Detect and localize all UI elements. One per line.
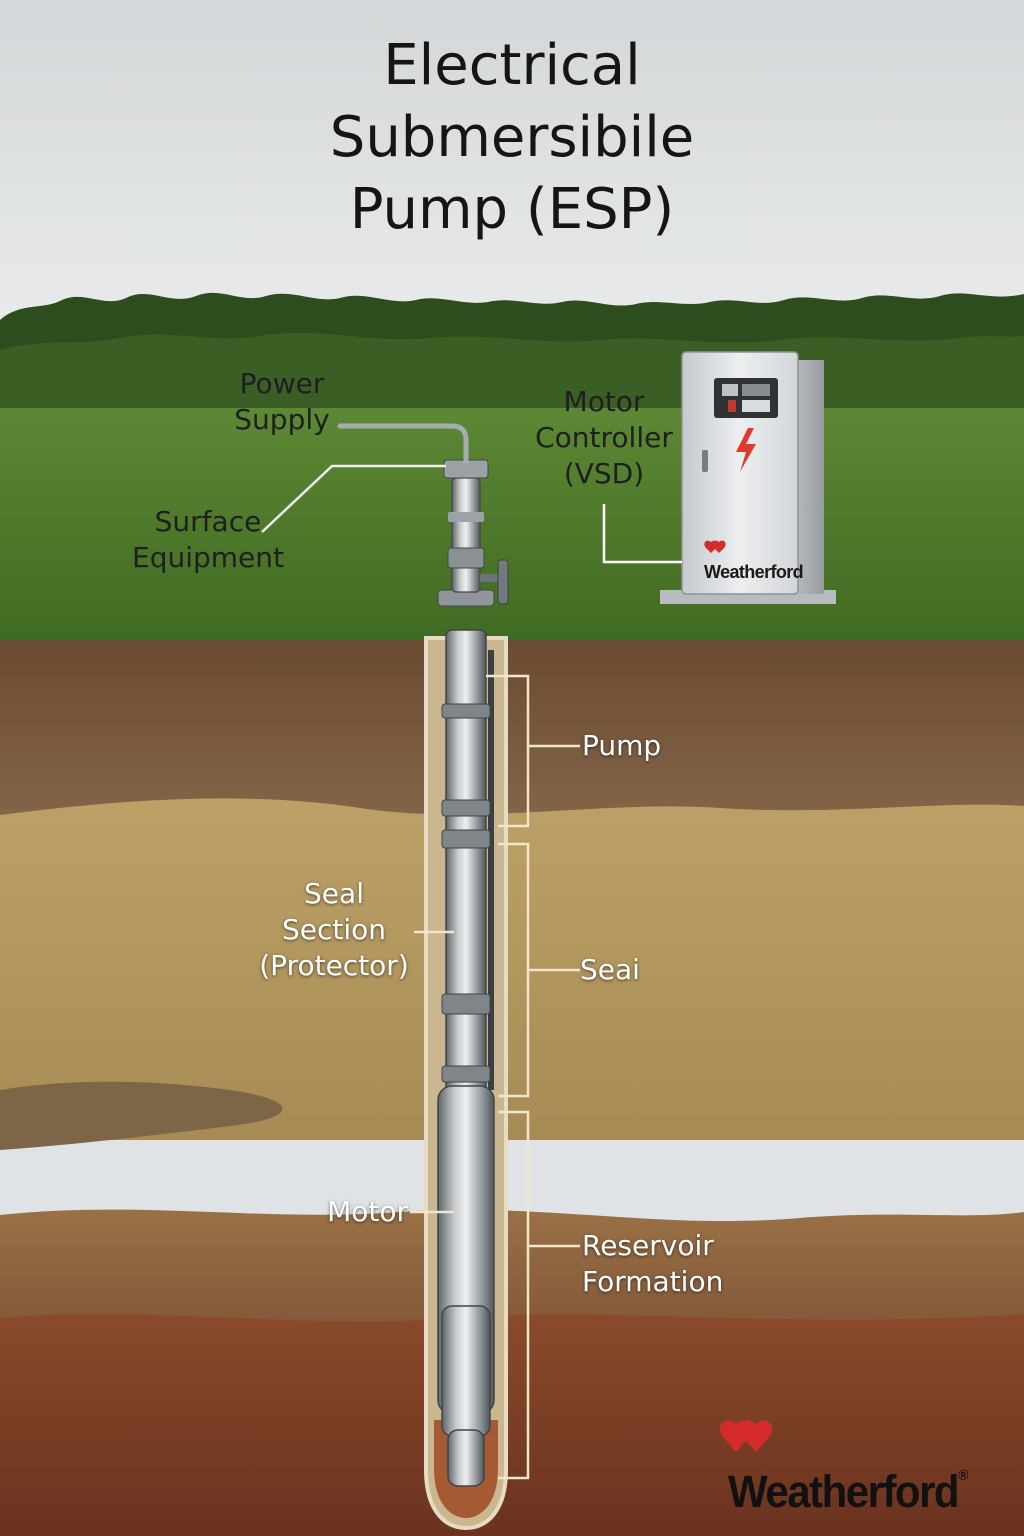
brand-name: Weatherford: [728, 1466, 960, 1517]
cabinet-lightning-icon: [736, 428, 756, 472]
grass-field: [0, 408, 1024, 644]
label-power-supply: Power Supply: [234, 367, 330, 436]
title-line-2: Submersibile: [329, 105, 695, 170]
label-reservoir-formation: Reservoir Formation: [582, 1229, 724, 1298]
weatherford-logo: Weatherford®: [728, 1466, 968, 1518]
label-motor-controller: Motor Controller (VSD): [535, 385, 673, 490]
wellhead-valve-body: [447, 547, 485, 569]
cabinet-side: [796, 360, 824, 594]
valve-stem: [480, 574, 502, 582]
label-seal-section: Seal Section (Protector): [259, 877, 409, 982]
leader-motor-controller: [602, 504, 682, 564]
motor-lower-section: [441, 1305, 491, 1437]
weatherford-logo-mark: [719, 1420, 773, 1452]
leader-surface-equipment: [261, 464, 446, 533]
label-motor: Motor: [327, 1195, 408, 1228]
label-surface-equipment: Surface Equipment: [132, 505, 284, 574]
bracket-pump: [486, 674, 580, 828]
motor-base: [447, 1429, 485, 1487]
power-supply-conduit: [337, 423, 469, 465]
cabinet-brand-text: Weatherford: [704, 562, 804, 582]
pump-string-upper: [445, 629, 487, 1101]
label-seal: Seai: [580, 953, 640, 986]
red-soil-layer: [0, 1314, 1024, 1536]
title-line-3: Pump (ESP): [349, 177, 675, 242]
title-line-1: Electrical: [383, 33, 641, 98]
tree-line-shade: [0, 332, 1024, 420]
label-pump: Pump: [582, 729, 662, 762]
wellhead-spool: [451, 477, 481, 593]
brand-registered-mark: ®: [958, 1466, 969, 1484]
wellhead-collar: [448, 512, 484, 522]
cabinet-logo-mark: [704, 540, 726, 553]
bracket-seal: [498, 842, 580, 1098]
string-collars: [441, 703, 491, 1083]
bracket-reservoir: [498, 1110, 580, 1480]
valve-handwheel: [497, 559, 509, 605]
sand-layer: [0, 798, 1024, 1140]
power-cable: [488, 650, 494, 1090]
soil-layer-middle: [0, 1209, 1024, 1330]
cabinet-handle: [702, 450, 708, 472]
page-title: Electrical Submersibile Pump (ESP): [0, 30, 1024, 246]
dark-lens: [0, 1081, 283, 1150]
